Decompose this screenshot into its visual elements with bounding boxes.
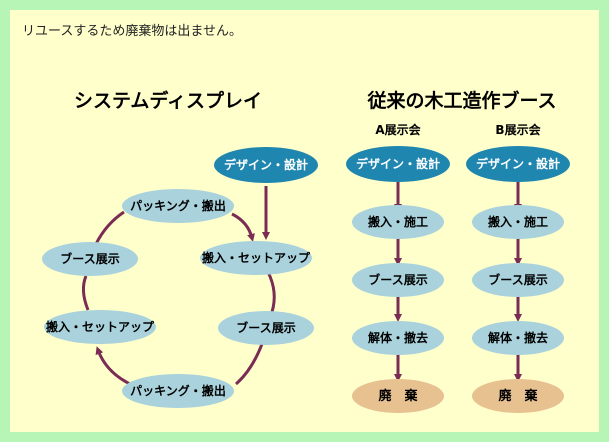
node-setup-left-label: 搬入・セットアップ	[46, 319, 155, 334]
node-setup-right	[200, 241, 312, 275]
a-step-design-label: デザイン・設計	[356, 156, 440, 171]
arrow-packing-to-setup-left	[95, 346, 131, 386]
node-setup-left	[44, 310, 156, 344]
column-a-header: A展示会	[375, 122, 421, 137]
b-step-dismantle	[472, 321, 564, 355]
node-packing-bottom-label: パッキング・搬出	[130, 383, 226, 398]
node-design-label: デザイン・設計	[224, 157, 308, 172]
a-step-dismantle	[352, 321, 444, 355]
node-design	[214, 147, 318, 183]
b-step-booth	[472, 263, 564, 297]
node-booth-right-label: ブース展示	[236, 320, 295, 335]
b-step-design-label: デザイン・設計	[476, 156, 560, 171]
a-step-install-label: 搬入・施工	[368, 214, 428, 229]
conventional-title: 従来の木工造作ブース	[366, 89, 556, 112]
b-step-disposal	[472, 379, 564, 413]
b-step-design	[466, 146, 570, 182]
node-packing-top	[122, 189, 234, 223]
a-step-dismantle-label: 解体・撤去	[368, 330, 428, 345]
arrow-booth-to-packing	[235, 343, 264, 386]
node-booth-left	[42, 242, 138, 276]
node-booth-left-label: ブース展示	[60, 251, 119, 266]
a-step-disposal-label: 廃 棄	[377, 388, 418, 404]
arrow-booth-to-packing-top	[94, 210, 125, 245]
b-step-install	[472, 205, 564, 239]
b-step-dismantle-label: 解体・撤去	[488, 330, 548, 345]
a-step-install	[352, 205, 444, 239]
node-packing-bottom	[122, 374, 234, 408]
system-display-title: システムディスプレイ	[74, 89, 262, 112]
column-b: B展示会 デザイン・設計 搬入・施工 ブース展示 解体・撤去 廃 棄	[466, 122, 570, 413]
a-step-booth	[352, 263, 444, 297]
column-a: A展示会 デザイン・設計 搬入・施工 ブース展示 解体・撤去 廃 棄	[346, 122, 450, 413]
arrow-setup-to-booth	[266, 271, 276, 313]
b-step-disposal-label: 廃 棄	[497, 388, 538, 404]
b-step-install-label: 搬入・施工	[488, 214, 548, 229]
arrow-setup-to-booth-left	[81, 275, 90, 311]
a-step-booth-label: ブース展示	[368, 272, 427, 287]
node-booth-right	[218, 311, 314, 345]
node-packing-top-label: パッキング・搬出	[130, 198, 226, 213]
intro-text: リユースするため廃棄物は出ません。	[22, 24, 242, 39]
b-step-booth-label: ブース展示	[488, 272, 547, 287]
a-step-disposal	[352, 379, 444, 413]
column-b-header: B展示会	[495, 122, 541, 137]
cycle-arrows	[81, 186, 276, 386]
node-setup-right-label: 搬入・セットアップ	[202, 250, 311, 265]
a-step-design	[346, 146, 450, 182]
arrow-packing-to-setup	[231, 212, 255, 242]
